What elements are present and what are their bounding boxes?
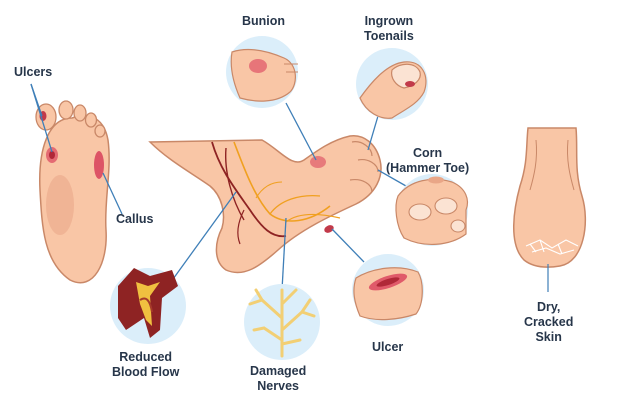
- ingrown-toenails-callout: [356, 48, 428, 120]
- cracked-skin-lines: [525, 239, 579, 255]
- reduced-blood-flow-label: Reduced Blood Flow: [112, 350, 180, 379]
- damaged-nerves-callout: [244, 284, 320, 360]
- callus-label: Callus: [116, 212, 154, 226]
- ingrown-toenails-label: Ingrown Toenails: [364, 14, 414, 43]
- bunion-callout: [226, 36, 298, 108]
- foot-side-view: [148, 135, 382, 274]
- ulcers-label: Ulcers: [14, 65, 53, 79]
- reduced-blood-flow-callout: [110, 268, 186, 344]
- ulcer-label: Ulcer: [372, 340, 404, 354]
- ulcer-callout: [352, 254, 424, 326]
- bunion-label: Bunion: [242, 14, 286, 28]
- callus-spot: [94, 151, 104, 179]
- leader-lines: [30, 83, 407, 291]
- corn-label: Corn (Hammer Toe): [386, 146, 470, 175]
- heel-view: [513, 127, 587, 292]
- foot-sole: [35, 100, 110, 284]
- corn-callout: [395, 174, 469, 246]
- dry-cracked-skin-label: Dry, Cracked Skin: [524, 300, 574, 344]
- damaged-nerves-label: Damaged Nerves: [250, 364, 307, 393]
